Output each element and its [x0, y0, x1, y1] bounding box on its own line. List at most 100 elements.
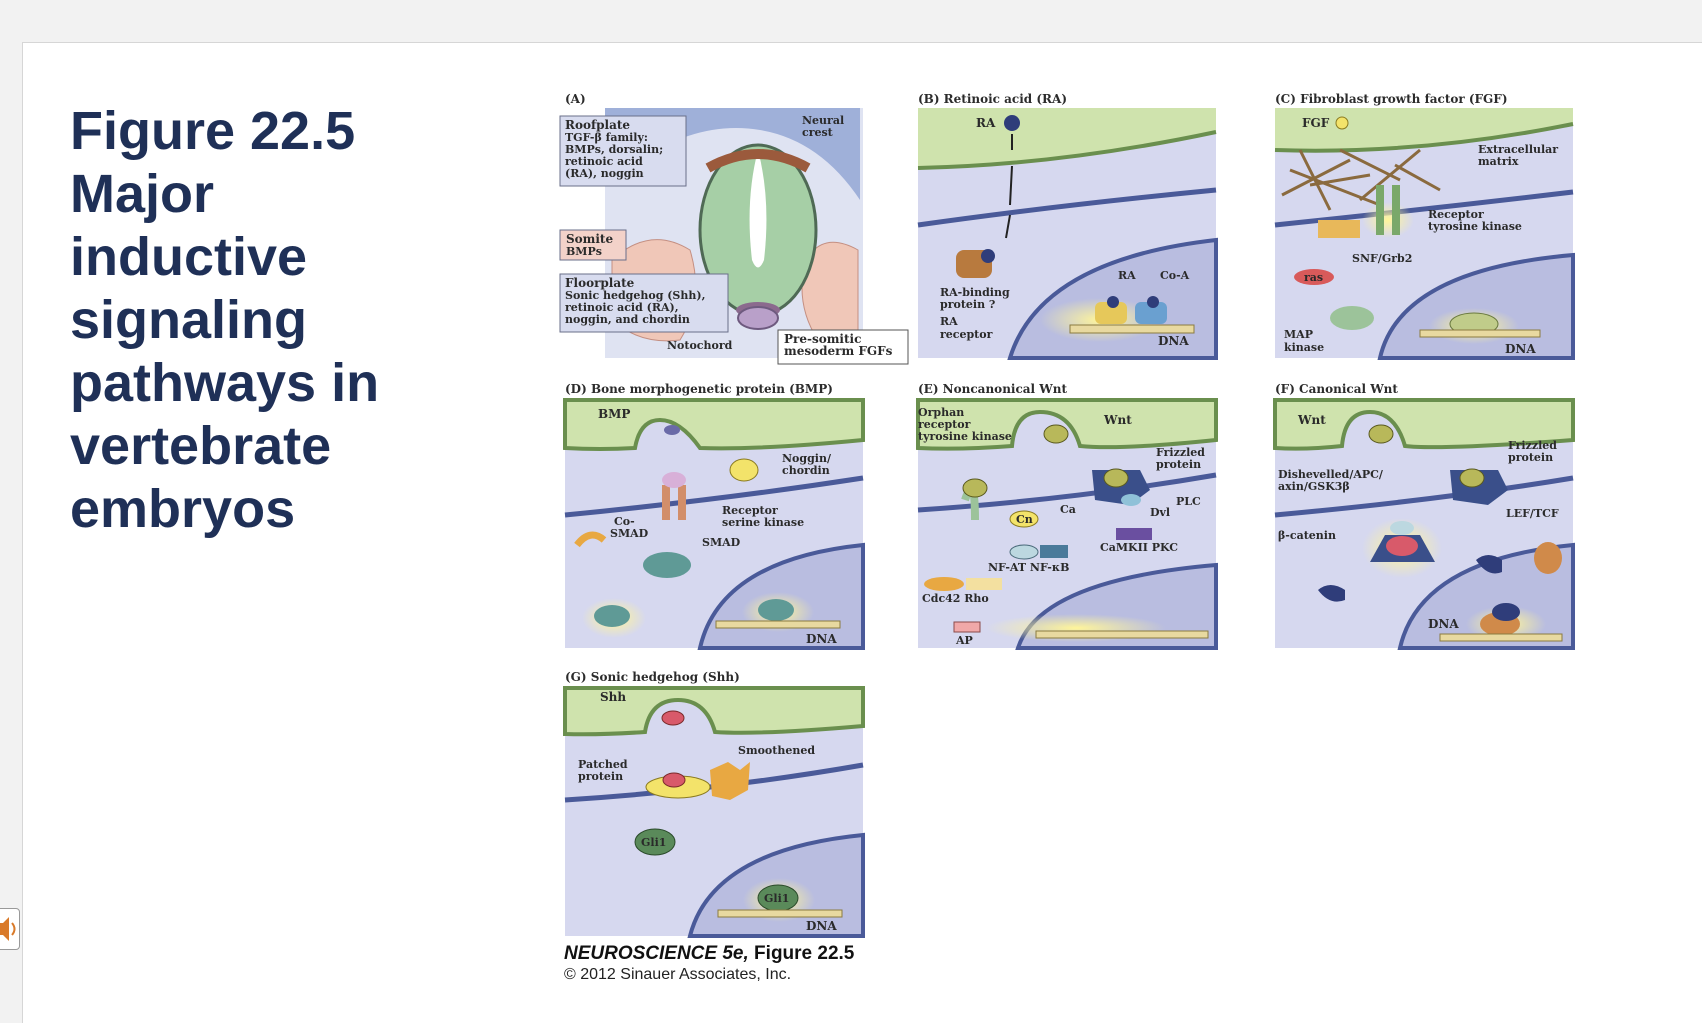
receptor-line-1: RA — [940, 315, 958, 328]
ap-label: AP — [955, 634, 973, 647]
cosmad-line-2: SMAD — [610, 527, 649, 540]
receptor-serine-kinase — [662, 485, 686, 520]
panel-a-title: (A) — [565, 92, 586, 106]
panel-g-dna — [717, 909, 843, 918]
panel-b-membrane — [917, 130, 1217, 170]
cn-label: Cn — [1016, 513, 1033, 526]
neural-tube-lumen — [749, 150, 767, 268]
panel-b-extracellular — [918, 108, 1216, 168]
nfat-protein — [1009, 544, 1039, 560]
floorplate-line-1: Sonic hedgehog (Shh), — [565, 289, 705, 302]
ra-label: RA — [976, 116, 996, 130]
presomitic-box — [777, 329, 909, 365]
panel-b-dna-label: DNA — [1158, 334, 1189, 348]
ca-label: Ca — [1060, 503, 1076, 516]
gli2-label: Gli1 — [764, 892, 789, 905]
rho-protein — [966, 578, 1002, 590]
roofplate-box — [559, 115, 687, 187]
panel-e-membrane — [917, 472, 1217, 513]
panel-f-dna — [1439, 633, 1563, 642]
plc-label: PLC — [1176, 495, 1201, 508]
panel-b-inner-membrane — [917, 187, 1217, 228]
wnt-bound-orphan — [962, 478, 988, 498]
rtk-line-1: Receptor — [1428, 208, 1484, 221]
ras-label: ras — [1304, 271, 1323, 284]
cdc-label: Cdc42 Rho — [922, 592, 989, 605]
ra2-label: RA — [1118, 269, 1136, 282]
panel-f-extracellular — [1273, 398, 1575, 451]
floorplate-line-3: noggin, and chordin — [565, 313, 690, 326]
panel-c-extracellular — [1275, 108, 1573, 151]
somite-box — [559, 229, 627, 261]
presomitic-line-2: mesoderm FGFs — [784, 344, 893, 358]
cn-protein — [1009, 510, 1039, 528]
lef-tcf — [1534, 542, 1562, 574]
ra-bound-right — [1147, 296, 1159, 308]
dvl-label: Dvl — [1150, 506, 1170, 519]
smad-label: SMAD — [702, 536, 741, 549]
bmp-label: BMP — [598, 407, 630, 421]
somite-heading: Somite — [566, 232, 613, 246]
rtk-line-2: tyrosine kinase — [1428, 220, 1522, 233]
cosmad-line-1: Co- — [614, 515, 635, 528]
neural-crest-line-2: crest — [802, 126, 834, 139]
noggin-protein — [729, 458, 759, 482]
receptor-line-1: Receptor — [722, 504, 778, 517]
wnt-bound-f — [1459, 468, 1485, 488]
map-line-2: kinase — [1284, 341, 1324, 354]
floorplate-line-2: retinoic acid (RA), — [565, 301, 679, 314]
shh-bound — [662, 772, 686, 788]
panel-c: (C) Fibroblast growth factor (FGF) FGF E… — [1274, 92, 1575, 360]
panel-b-title: (B) Retinoic acid (RA) — [918, 92, 1067, 106]
credit-figure: Figure 22.5 — [748, 943, 855, 964]
receptor-tyrosine-kinase — [1376, 185, 1400, 235]
panel-f-title: (F) Canonical Wnt — [1275, 382, 1398, 396]
patched-line-1: Patched — [578, 758, 628, 771]
smoothened-label: Smoothened — [738, 744, 815, 757]
wnt-bound-frizzled — [1103, 468, 1129, 488]
panel-g-title: (G) Sonic hedgehog (Shh) — [565, 670, 740, 684]
roofplate-heading: Roofplate — [565, 118, 630, 132]
panel-d-dna-label: DNA — [806, 632, 837, 646]
wnt-ligand-f — [1368, 424, 1394, 444]
roofplate-line-2: BMPs, dorsalin; — [565, 143, 663, 156]
wnt-label-f: Wnt — [1297, 413, 1326, 427]
bmp-ligand — [664, 425, 680, 435]
ra-receptor-left — [1095, 302, 1127, 324]
ra-molecule — [1004, 115, 1020, 131]
shh-ligand — [661, 710, 685, 726]
panel-e-extracellular — [916, 398, 1218, 451]
ecm-line-1: Extracellular — [1478, 143, 1558, 156]
panel-d-dna — [715, 620, 841, 629]
roofplate-line-3: retinoic acid — [565, 155, 643, 168]
presomitic-line-1: Pre-somitic — [784, 332, 861, 346]
axin — [1390, 521, 1414, 535]
panel-d-title: (D) Bone morphogenetic protein (BMP) — [565, 382, 833, 396]
neural-crest-line-1: Neural — [802, 114, 844, 127]
audio-icon[interactable] — [0, 908, 20, 950]
cdc42-protein — [924, 577, 964, 591]
panel-g-dna-label: DNA — [806, 919, 837, 933]
smad-complex-right — [758, 599, 794, 621]
panel-e: (E) Noncanonical Wnt Orphan receptor tyr… — [916, 382, 1218, 650]
dishevelled-line-2: axin/GSK3β — [1278, 480, 1350, 493]
figure-credit: NEUROSCIENCE 5e, Figure 22.5 — [564, 943, 854, 965]
co-smad-protein — [574, 531, 607, 548]
ecm-line-2: matrix — [1478, 155, 1519, 168]
map-line-1: MAP — [1284, 328, 1313, 341]
smoothened-protein — [710, 762, 750, 800]
receptor-line-2: receptor — [940, 328, 993, 341]
floorplate-box — [559, 273, 729, 333]
panel-b-dna — [1069, 324, 1195, 334]
coa-label: Co-A — [1160, 269, 1190, 282]
noggin-line-1: Noggin/ — [782, 452, 832, 465]
binding-line-2: protein ? — [940, 298, 995, 311]
beta-catenin-free — [1318, 585, 1345, 602]
patched-line-2: protein — [578, 770, 623, 783]
smad-complex-left — [594, 605, 630, 627]
wnt-ligand — [1043, 424, 1069, 444]
noggin-line-2: chordin — [782, 464, 830, 477]
ra-receptor-right — [1135, 302, 1167, 324]
panel-d: (D) Bone morphogenetic protein (BMP) BMP… — [563, 382, 865, 650]
